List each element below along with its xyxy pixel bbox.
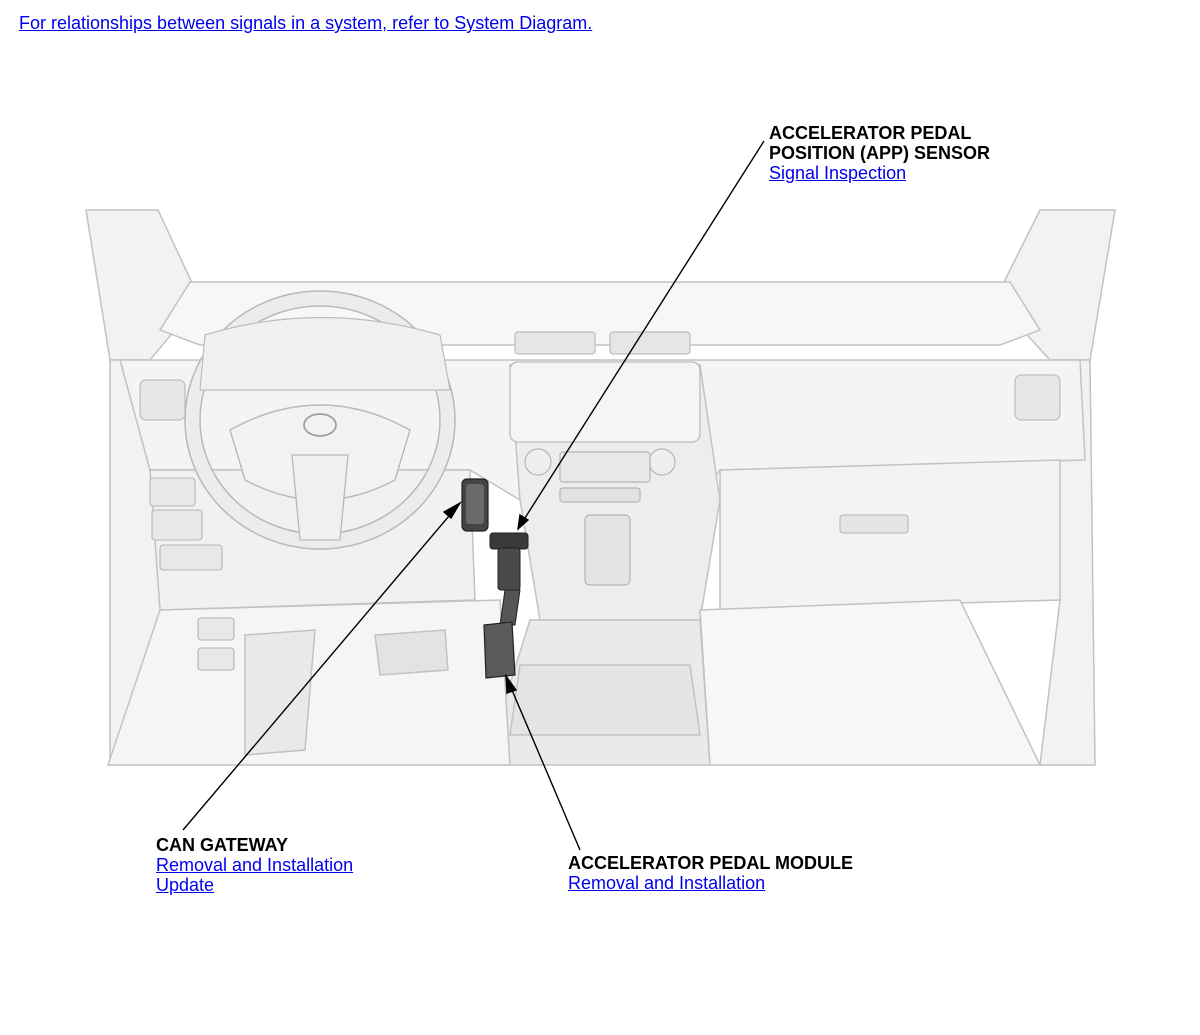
- can-gateway-removal-link[interactable]: Removal and Installation: [156, 855, 354, 875]
- pedal-module-callout: ACCELERATOR PEDAL MODULE Removal and Ins…: [568, 853, 853, 893]
- pedal-module-removal-link[interactable]: Removal and Installation: [568, 873, 766, 893]
- app-sensor-title-line1: ACCELERATOR PEDAL: [769, 123, 972, 143]
- can-gateway-update-link[interactable]: Update: [156, 875, 215, 895]
- signal-inspection-link[interactable]: Signal Inspection: [769, 163, 907, 183]
- app-sensor-component: [489, 532, 529, 591]
- leader-lines: [182, 140, 765, 851]
- left-switch-panel: [149, 477, 235, 671]
- glovebox-handle: [839, 514, 909, 534]
- vents: [139, 331, 1061, 421]
- app-sensor-callout: ACCELERATOR PEDAL POSITION (APP) SENSOR …: [769, 123, 990, 183]
- accelerator-pedal-component: [483, 589, 521, 679]
- instrument-cluster: [199, 316, 451, 391]
- can-gateway-title: CAN GATEWAY: [156, 835, 289, 855]
- app-sensor-title-line2: POSITION (APP) SENSOR: [769, 143, 991, 163]
- pedal-module-title: ACCELERATOR PEDAL MODULE: [568, 853, 854, 873]
- climate-knobs: [524, 448, 676, 586]
- can-gateway-callout: CAN GATEWAY Removal and Installation Upd…: [156, 835, 353, 895]
- steering-wheel: [184, 290, 456, 550]
- center-display: [509, 361, 701, 443]
- system-diagram-link[interactable]: For relationships between signals in a s…: [19, 13, 593, 33]
- can-gateway-component: [461, 478, 489, 532]
